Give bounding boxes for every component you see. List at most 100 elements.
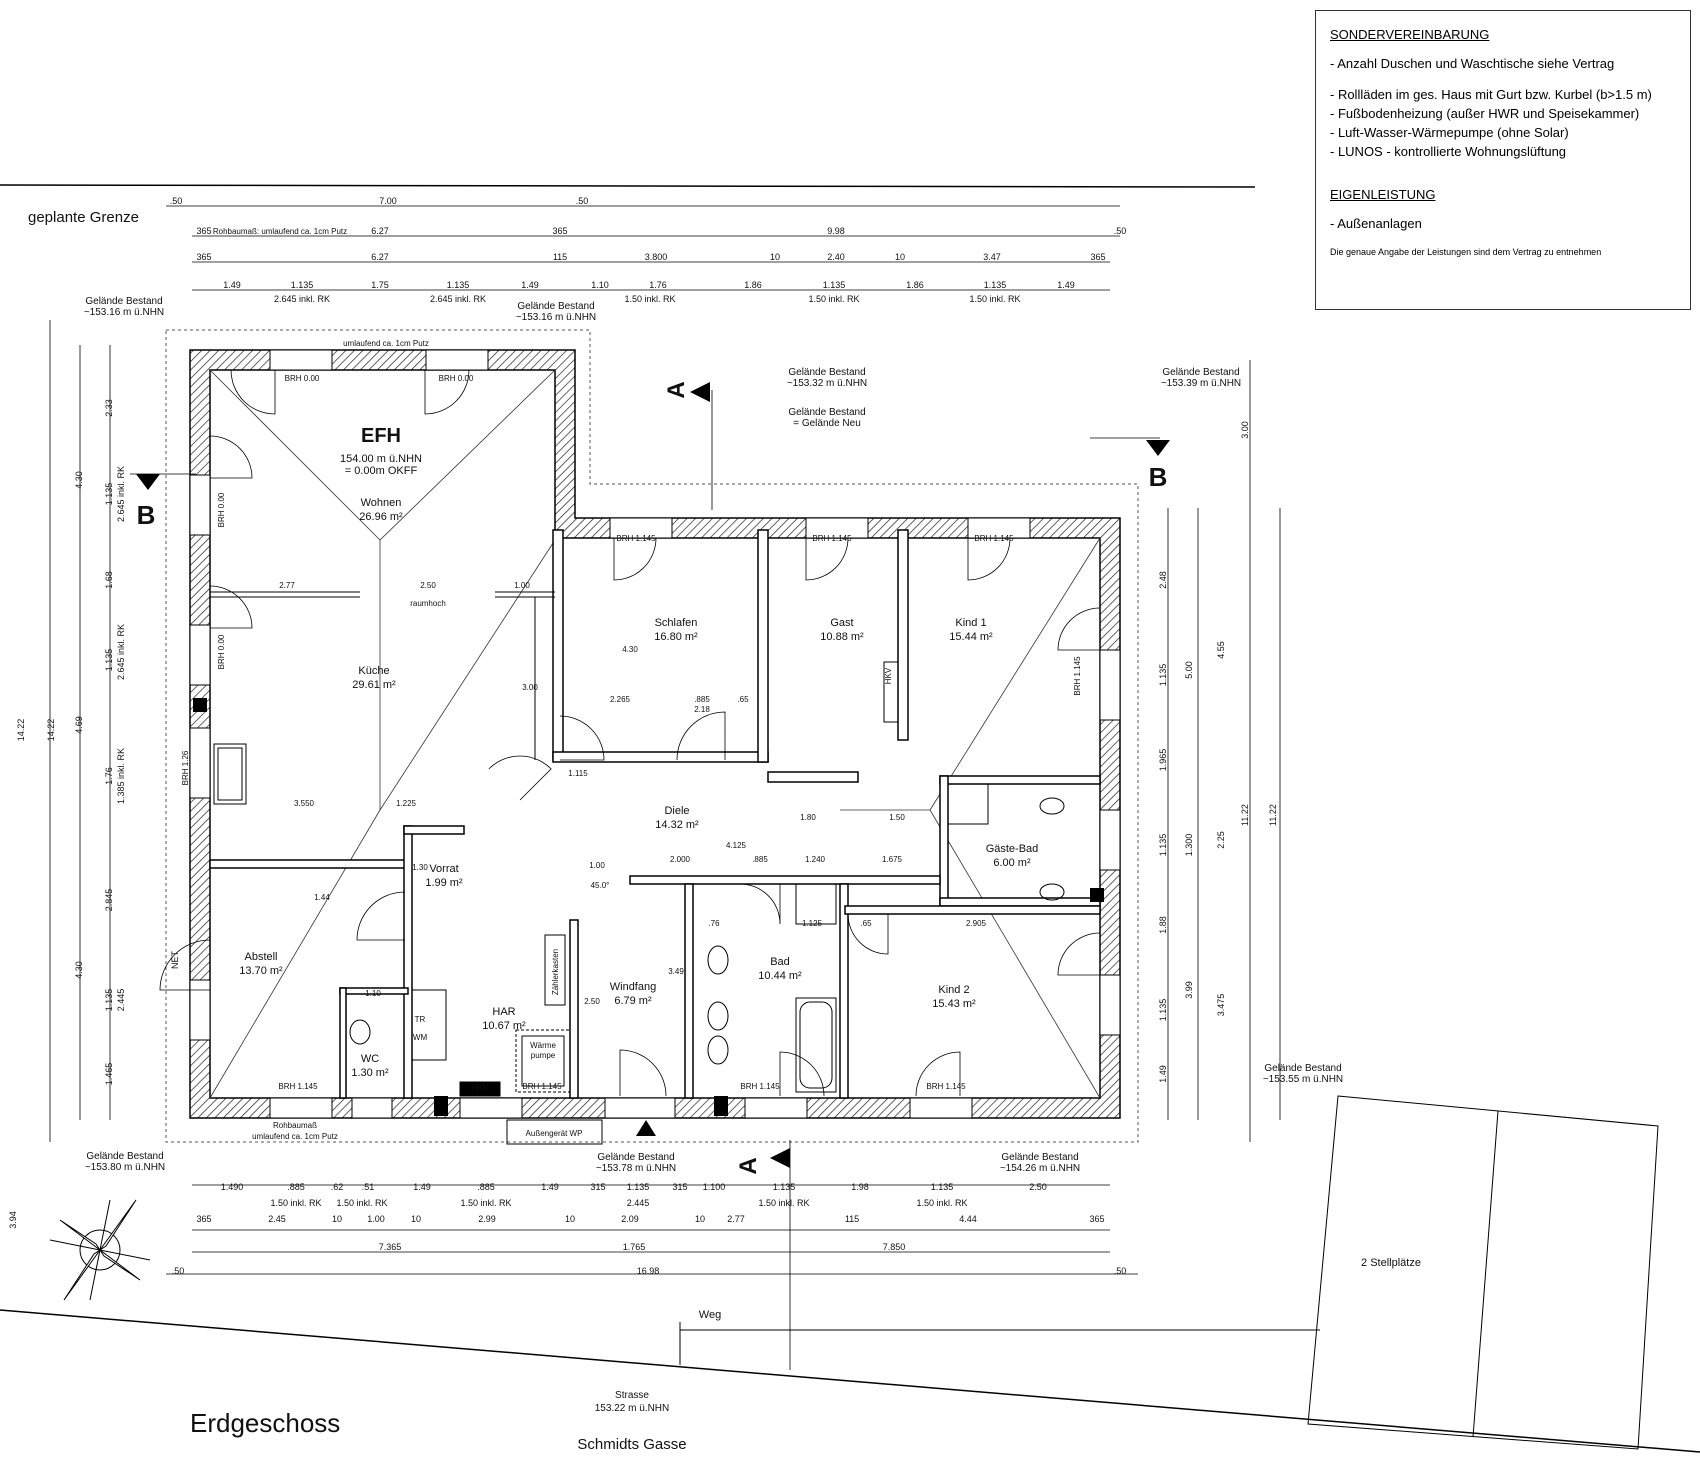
- dimension-label: 1.50 inkl. RK: [758, 1198, 809, 1208]
- dimension-label: 2.000: [670, 855, 691, 864]
- room-area: 29.61 m²: [352, 679, 396, 691]
- dimension-label: 3.49: [668, 967, 684, 976]
- room-area: 16.80 m²: [654, 631, 698, 643]
- path-label: Weg: [699, 1309, 721, 1321]
- room-name: Diele: [664, 805, 689, 817]
- dimension-label: 5.00: [1184, 661, 1194, 679]
- dimension-label: 3.475: [1216, 994, 1226, 1017]
- dimension-label: 1.765: [623, 1242, 646, 1252]
- dimension-label: 3.94: [8, 1211, 18, 1229]
- dimension-label: 7.850: [883, 1242, 906, 1252]
- terrain-value: ~153.78 m ü.NHN: [596, 1163, 676, 1174]
- info-item: - Luft-Wasser-Wärmepumpe (ohne Solar): [1330, 125, 1569, 140]
- dimension-label: 4.55: [1216, 641, 1226, 659]
- dimension-label: .885: [287, 1182, 305, 1192]
- room-name: Kind 2: [938, 984, 969, 996]
- room-area: 26.96 m²: [359, 511, 403, 523]
- putz-note: umlaufend ca. 1cm Putz: [343, 339, 429, 348]
- path-weg-line: [679, 1322, 1320, 1331]
- dimension-label: 315: [672, 1182, 687, 1192]
- sill-height-label: BRH 1.145: [974, 534, 1014, 543]
- dimension-label: 1.50 inkl. RK: [916, 1198, 967, 1208]
- dimension-label: 10: [411, 1214, 421, 1224]
- terrain-value: ~153.39 m ü.NHN: [1161, 378, 1241, 389]
- net-label: NET: [170, 950, 180, 969]
- info-item: - Anzahl Duschen und Waschtische siehe V…: [1330, 56, 1615, 71]
- dimension-label: .885: [752, 855, 768, 864]
- dimension-label: 1.50 inkl. RK: [460, 1198, 511, 1208]
- dimension-label: 1.00: [589, 861, 605, 870]
- dimension-label: 2.40: [827, 252, 845, 262]
- room-name: Gäste-Bad: [986, 843, 1039, 855]
- dimension-label: 3.00: [1240, 421, 1250, 439]
- dimension-label: 1.300: [1184, 834, 1194, 857]
- dimension-label: 1.135: [1158, 999, 1168, 1022]
- dimension-label: 2.265: [610, 695, 631, 704]
- rohbau-note: Rohbaumaß: umlaufend ca. 1cm Putz: [213, 227, 347, 236]
- dimension-label: 14.22: [16, 719, 26, 742]
- dimension-label: 2.18: [694, 705, 710, 714]
- dimension-label: 3.99: [1184, 981, 1194, 999]
- dimension-label: 1.135: [104, 483, 114, 506]
- dimension-label: 2.845: [104, 889, 114, 912]
- dimension-label: 4.44: [959, 1214, 977, 1224]
- sill-height-label: BRH 1.145: [1073, 656, 1082, 696]
- dimension-label: 1.86: [744, 280, 762, 290]
- terrain-label: Gelände Bestand: [1264, 1063, 1341, 1074]
- info-note: Die genaue Angabe der Leistungen sind de…: [1330, 247, 1602, 257]
- sill-height-label: BRH 0.00: [439, 374, 474, 383]
- dimension-label: 365: [552, 226, 567, 236]
- room-area: 1.30 m²: [351, 1067, 389, 1079]
- dimension-label: 1.49: [1057, 280, 1075, 290]
- dimension-label: 1.50 inkl. RK: [336, 1198, 387, 1208]
- dimension-label: 1.135: [627, 1182, 650, 1192]
- room-area: 13.70 m²: [239, 965, 283, 977]
- dimension-label: 1.125: [802, 919, 823, 928]
- dimension-label: 6.27: [371, 226, 389, 236]
- room-area: 15.44 m²: [949, 631, 993, 643]
- dimension-label: 1.385 inkl. RK: [116, 748, 126, 804]
- terrain-label: Gelände Bestand: [597, 1152, 674, 1163]
- outdoor-unit-label: Außengerät WP: [526, 1129, 583, 1138]
- dimension-label: .65: [737, 695, 749, 704]
- room-area: 6.00 m²: [993, 857, 1031, 869]
- dimension-label: 10: [895, 252, 905, 262]
- terrain-outline: [165, 329, 1139, 1143]
- dimension-label: .50: [1114, 1266, 1127, 1276]
- room-name: Vorrat: [429, 863, 458, 875]
- room-name: HAR: [492, 1006, 515, 1018]
- dimension-label: 1.49: [223, 280, 241, 290]
- room-name: Windfang: [610, 981, 656, 993]
- dimension-label: 7.365: [379, 1242, 402, 1252]
- terrain-value: ~153.80 m ü.NHN: [85, 1162, 165, 1173]
- dimension-label: 1.240: [805, 855, 826, 864]
- dimension-label: 1.49: [1158, 1065, 1168, 1083]
- dimension-label: 2.33: [104, 399, 114, 417]
- sill-height-label: BRH 1.145: [926, 1082, 966, 1091]
- info-item: - Außenanlagen: [1330, 216, 1422, 231]
- dimension-label: 1.98: [851, 1182, 869, 1192]
- dimension-label: 2.645 inkl. RK: [430, 294, 486, 304]
- dimension-label: 1.50 inkl. RK: [270, 1198, 321, 1208]
- dimension-label: 1.44: [314, 893, 330, 902]
- terrain-label: Gelände Bestand: [85, 296, 162, 307]
- house-okff: = 0.00m OKFF: [345, 465, 418, 477]
- dimension-label: .76: [708, 919, 720, 928]
- room-name: WC: [361, 1053, 379, 1065]
- dimension-label: 1.135: [104, 989, 114, 1012]
- sill-height-label: BRH 1.145: [278, 1082, 318, 1091]
- dimension-label: 1.76: [104, 767, 114, 785]
- street-label: Strasse: [615, 1390, 649, 1401]
- parking-divider: [1472, 1110, 1499, 1438]
- dryer-label: TR: [415, 1015, 426, 1024]
- terrain-label: Gelände Bestand: [1162, 367, 1239, 378]
- dimension-label: 2.50: [584, 997, 600, 1006]
- dimension-label: 1.86: [906, 280, 924, 290]
- dimension-label: 365: [196, 226, 211, 236]
- dimension-label: 1.88: [1158, 916, 1168, 934]
- dimension-label: 2.645 inkl. RK: [274, 294, 330, 304]
- section-a-label: A: [663, 381, 690, 398]
- property-border-line: [0, 184, 1256, 188]
- dimension-label: 1.965: [1158, 749, 1168, 772]
